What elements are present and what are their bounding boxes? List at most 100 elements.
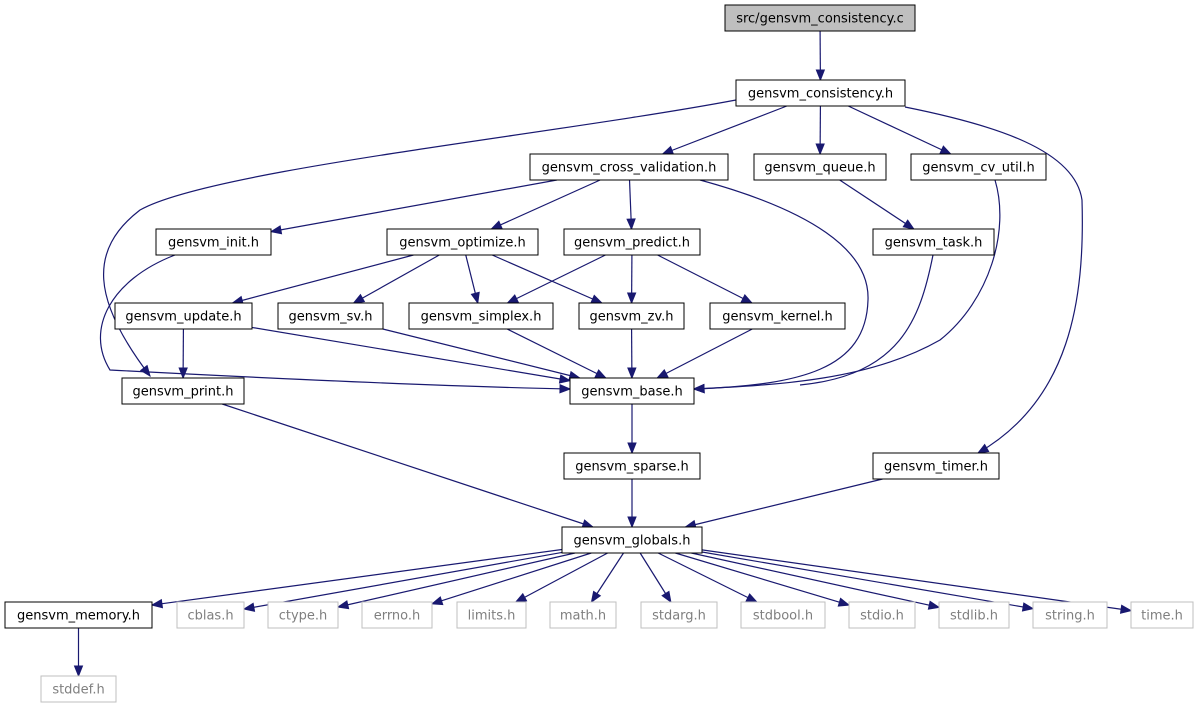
node-label-errno-h: errno.h [374, 609, 421, 624]
node-optimize-h[interactable]: gensvm_optimize.h [386, 228, 539, 256]
node-task-h[interactable]: gensvm_task.h [872, 228, 995, 256]
edge-globals-h-to-memory-h-arrowhead [150, 598, 164, 609]
edge-globals-h-to-cblas-h [243, 551, 563, 610]
node-box-print-h [121, 377, 245, 405]
node-errno-h: errno.h [361, 601, 433, 629]
node-update-h[interactable]: gensvm_update.h [114, 302, 253, 330]
node-box-sparse-h [563, 452, 701, 480]
node-init-h[interactable]: gensvm_init.h [155, 228, 272, 256]
edge-predict-h-to-simplex-h [507, 254, 606, 304]
node-timer-h[interactable]: gensvm_timer.h [872, 452, 1000, 480]
edge-consistency-h-to-cv-util-h-arrowhead [939, 145, 952, 155]
node-label-timer-h: gensvm_timer.h [884, 460, 988, 475]
node-box-cross-validation-h [529, 153, 729, 181]
node-label-print-h: gensvm_print.h [132, 385, 233, 400]
edge-globals-h-to-limits-h [515, 552, 608, 603]
node-box-stdio-h [848, 601, 916, 629]
edge-consistency-h-to-timer-h-arrowhead [976, 443, 990, 454]
node-cblas-h: cblas.h [176, 601, 245, 629]
edge-queue-h-to-task-h [839, 179, 915, 230]
node-label-stdbool-h: stdbool.h [753, 609, 813, 624]
node-box-errno-h [361, 601, 433, 629]
node-label-string-h: string.h [1045, 609, 1095, 624]
node-box-zv-h [578, 302, 685, 330]
node-stdlib-h: stdlib.h [938, 601, 1010, 629]
edge-consistency-h-to-cv-util-h [848, 105, 951, 155]
node-cv-util-h[interactable]: gensvm_cv_util.h [910, 153, 1047, 181]
edges-layer [73, 30, 1133, 678]
node-memory-h[interactable]: gensvm_memory.h [4, 601, 153, 629]
edge-globals-h-to-errno-h [431, 552, 592, 605]
node-box-cv-util-h [910, 153, 1047, 181]
edge-globals-h-to-stdio-h-arrowhead [837, 597, 851, 607]
node-limits-h: limits.h [456, 601, 527, 629]
node-queue-h[interactable]: gensvm_queue.h [753, 153, 887, 181]
edge-globals-h-to-ctype-h [337, 552, 576, 608]
edge-globals-h-to-stdarg-h-arrowhead [661, 590, 672, 604]
node-box-sv-h [277, 302, 384, 330]
node-label-base-h: gensvm_base.h [581, 385, 682, 400]
node-label-sparse-h: gensvm_sparse.h [575, 460, 689, 475]
node-box-globals-h [561, 526, 703, 554]
node-predict-h[interactable]: gensvm_predict.h [563, 228, 701, 256]
node-box-predict-h [563, 228, 701, 256]
node-label-zv-h: gensvm_zv.h [590, 310, 674, 325]
edge-globals-h-to-stdlib-h [691, 552, 940, 608]
node-print-h[interactable]: gensvm_print.h [121, 377, 245, 405]
edge-consistency-h-to-cross-validation-h [662, 105, 788, 155]
edge-cross-validation-h-to-base-h [693, 179, 869, 390]
node-cross-validation-h[interactable]: gensvm_cross_validation.h [529, 153, 729, 181]
node-zv-h[interactable]: gensvm_zv.h [578, 302, 685, 330]
edge-base-h-to-sparse-h-arrowhead [627, 442, 637, 455]
edge-globals-h-to-math-h-arrowhead [590, 590, 602, 604]
node-box-string-h [1032, 601, 1108, 629]
node-consistency-h[interactable]: gensvm_consistency.h [735, 79, 906, 107]
edge-globals-h-to-stdlib-h-arrowhead [927, 600, 941, 610]
node-base-h[interactable]: gensvm_base.h [569, 377, 695, 405]
node-box-update-h [114, 302, 253, 330]
node-simplex-h[interactable]: gensvm_simplex.h [408, 302, 554, 330]
node-kernel-h[interactable]: gensvm_kernel.h [709, 302, 846, 330]
edge-task-h-to-base-h-arrowhead [692, 383, 705, 394]
node-stdbool-h: stdbool.h [740, 601, 826, 629]
edge-sv-h-to-base-h [382, 328, 580, 379]
node-box-stdlib-h [938, 601, 1010, 629]
edge-globals-h-to-memory-h [151, 548, 563, 606]
node-label-math-h: math.h [560, 609, 606, 624]
nodes-layer: src/gensvm_consistency.c gensvm_consisten… [4, 4, 1194, 703]
edge-globals-h-to-stdbool-h-arrowhead [745, 593, 759, 603]
node-box-timer-h [872, 452, 1000, 480]
edge-print-h-to-globals-h [221, 403, 594, 528]
node-label-stdlib-h: stdlib.h [950, 609, 998, 624]
node-time-h: time.h [1130, 601, 1194, 629]
node-sv-h[interactable]: gensvm_sv.h [277, 302, 384, 330]
edge-cross-validation-h-to-optimize-h-arrowhead [490, 220, 503, 230]
edge-predict-h-to-kernel-h [657, 254, 753, 304]
node-box-consistency-h [735, 79, 906, 107]
node-label-stddef-h: stddef.h [52, 683, 104, 698]
node-label-init-h: gensvm_init.h [168, 236, 259, 251]
node-box-root [724, 4, 916, 32]
node-label-optimize-h: gensvm_optimize.h [399, 236, 526, 251]
node-label-task-h: gensvm_task.h [885, 236, 983, 251]
edge-memory-h-to-stddef-h-arrowhead [73, 665, 84, 678]
node-label-stdio-h: stdio.h [860, 609, 904, 624]
node-label-root: src/gensvm_consistency.c [736, 12, 904, 27]
node-root[interactable]: src/gensvm_consistency.c [724, 4, 916, 32]
edge-cross-validation-h-to-optimize-h [491, 179, 601, 230]
edge-cross-validation-h-to-init-h [270, 179, 558, 233]
edge-kernel-h-to-base-h [656, 328, 753, 379]
node-sparse-h[interactable]: gensvm_sparse.h [563, 452, 701, 480]
node-label-simplex-h: gensvm_simplex.h [421, 310, 542, 325]
edge-globals-h-to-ctype-h-arrowhead [336, 600, 350, 610]
edge-timer-h-to-globals-h [685, 478, 883, 528]
edge-consistency-h-to-cross-validation-h-arrowhead [661, 145, 675, 155]
edge-cross-validation-h-to-init-h-arrowhead [269, 225, 283, 235]
node-globals-h[interactable]: gensvm_globals.h [561, 526, 703, 554]
node-box-queue-h [753, 153, 887, 181]
edge-consistency-h-to-print-h [102, 99, 737, 377]
edge-globals-h-to-cblas-h-arrowhead [242, 602, 256, 612]
node-label-time-h: time.h [1141, 609, 1183, 624]
